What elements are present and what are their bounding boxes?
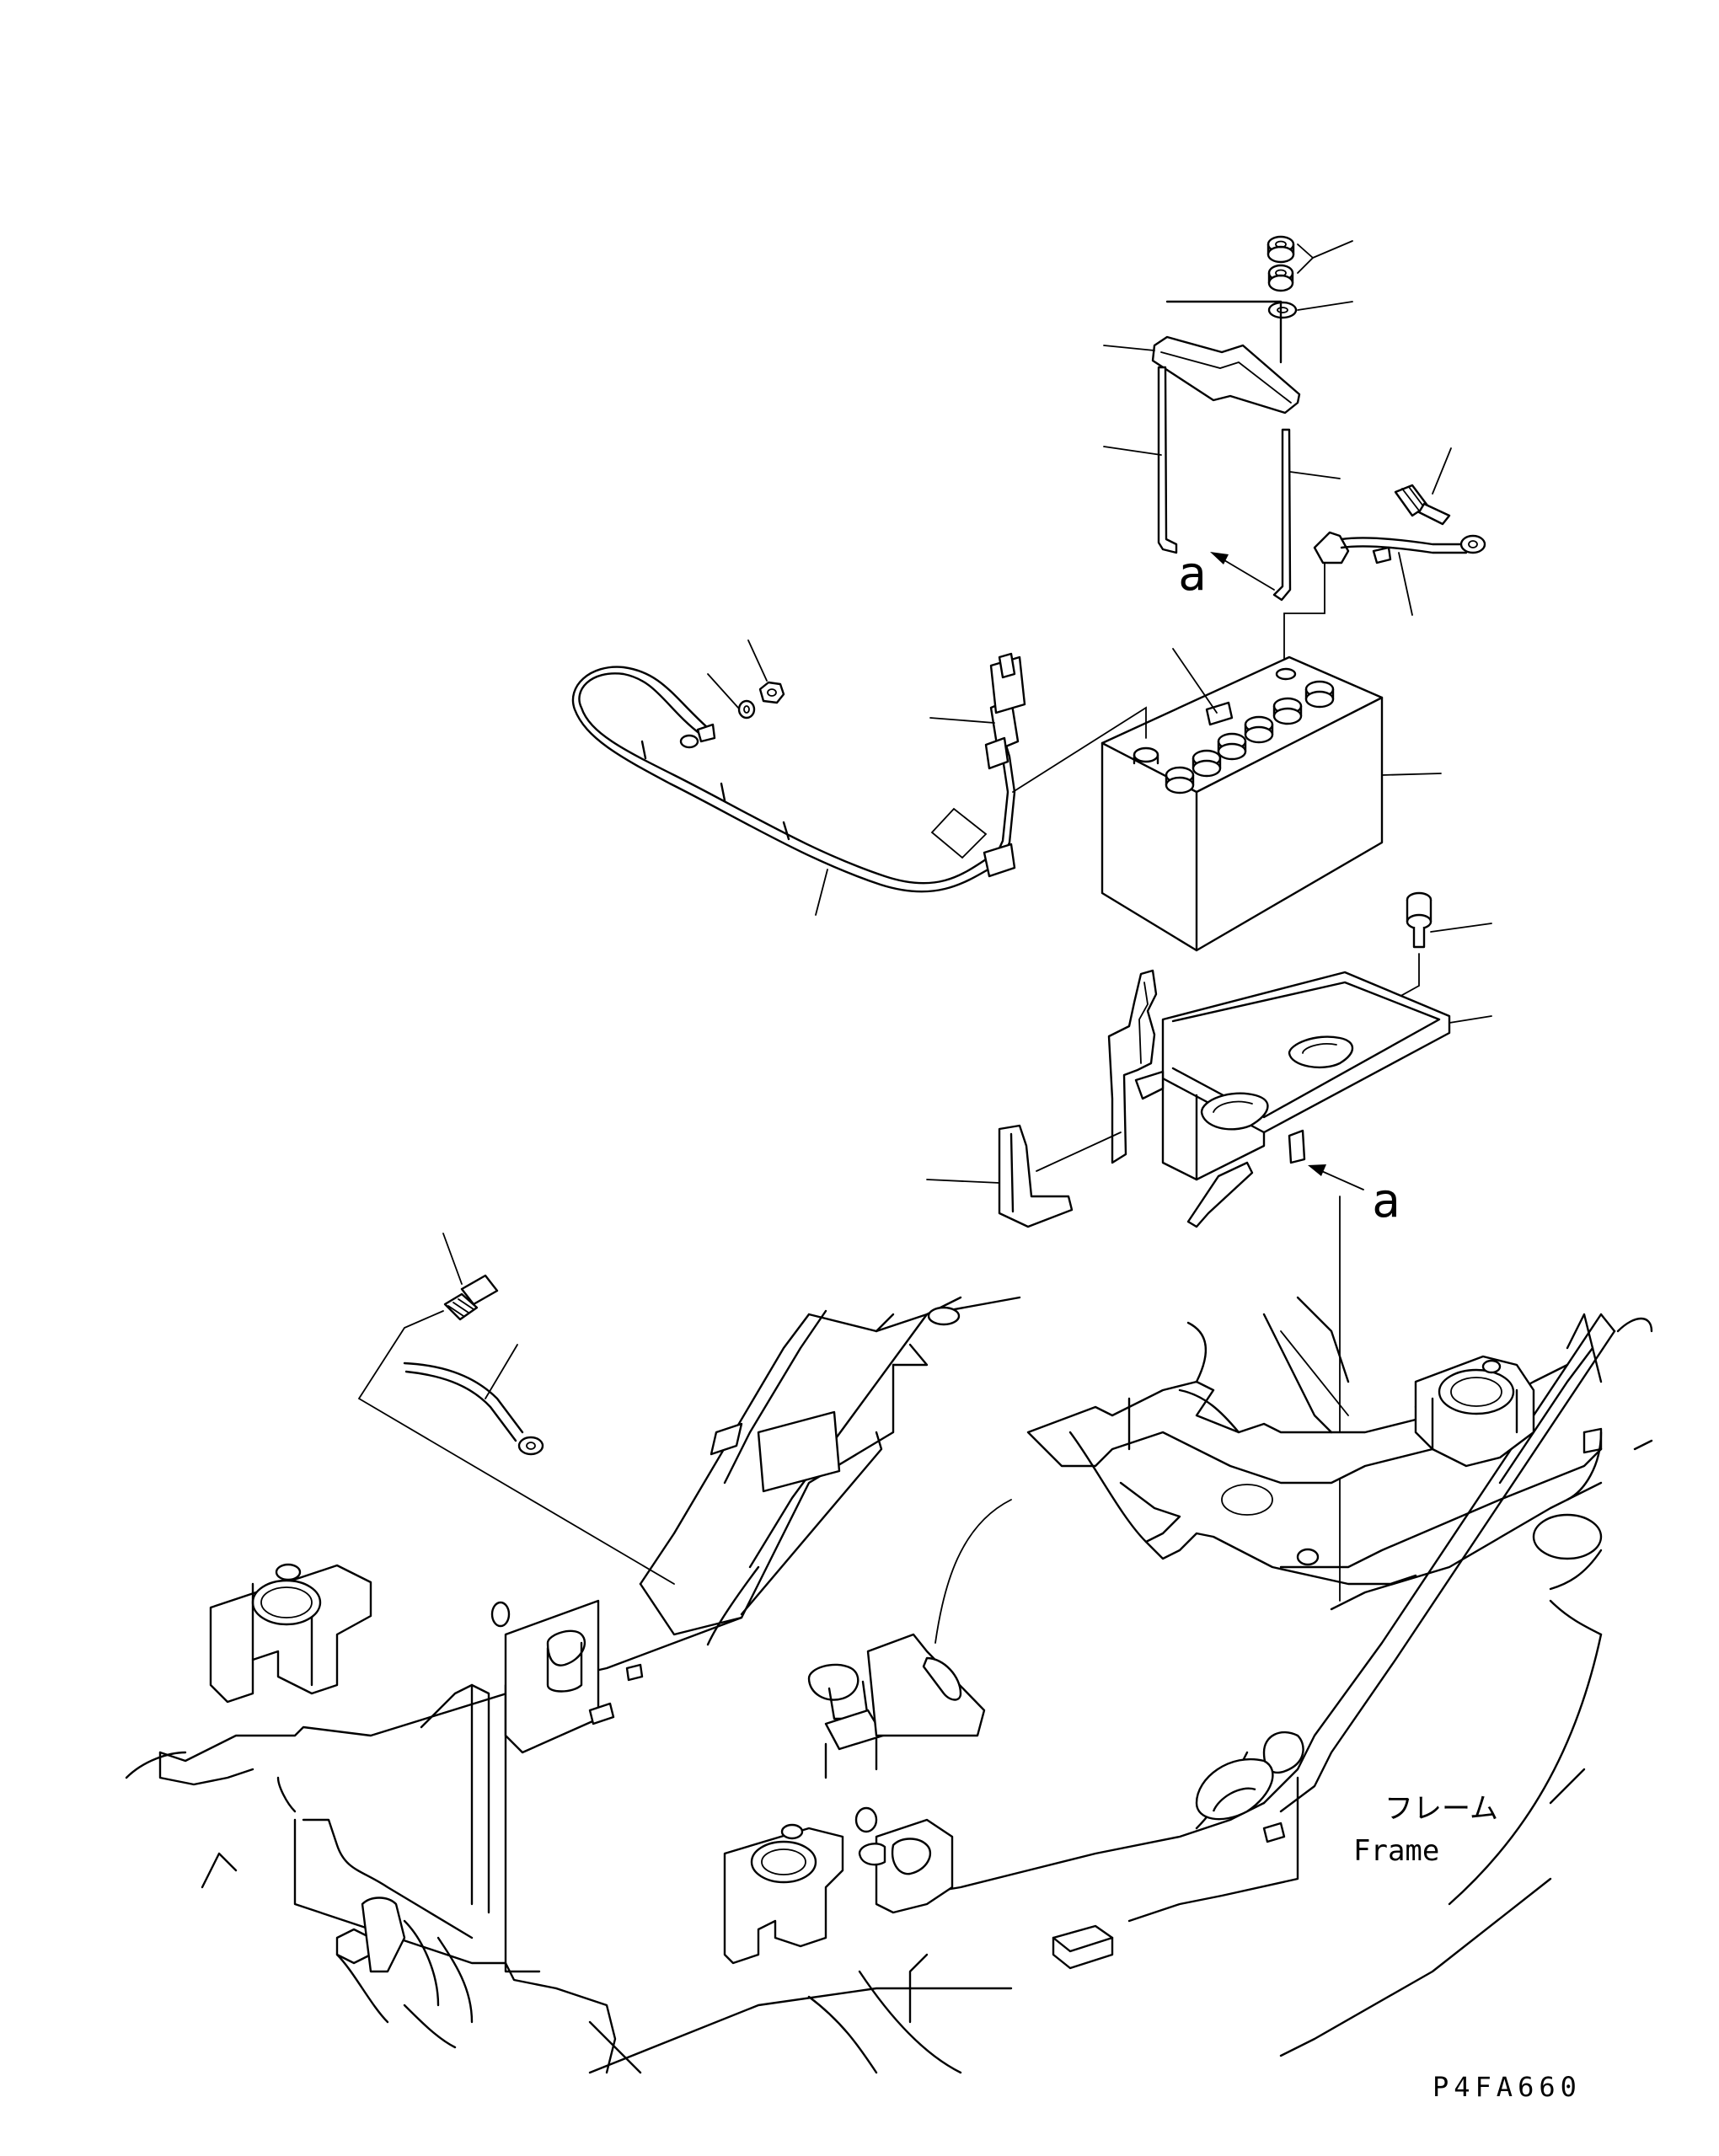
washer [1267,301,1298,319]
drawing-id: P4FA660 [1432,2071,1582,2103]
battery-cable-negative [571,652,1026,893]
leader-rod-right [1289,471,1341,479]
washer-small [737,699,756,720]
leader-tray [1449,1015,1492,1024]
frame-label-en: Frame [1353,1834,1439,1868]
leader-negative-cable [815,869,828,916]
tray-clip [998,1124,1074,1228]
callout-a-lower: a [1372,1174,1400,1228]
callout-a-upper: a [1178,547,1207,602]
leader-rod-left [1103,446,1162,456]
leader-clip [926,1179,1000,1184]
leader-washer-small [707,673,739,709]
leader-battery-label [1172,648,1218,714]
leader-tray-bolt [1430,923,1492,933]
arrow-a-upper-head [1210,552,1229,564]
assembly-line-positive [1283,562,1325,666]
leader-ground-cable [485,1344,518,1399]
terminal-bolt [1394,484,1451,526]
j-bolt-right [1272,428,1292,602]
tray-bolt [1406,891,1432,949]
leader-washer [1297,301,1353,311]
leader-terminal-bolt [1432,447,1452,495]
j-bolt-left [1157,366,1178,554]
battery [1100,655,1384,952]
arrow-a-lower-head [1308,1164,1326,1176]
leader-nut-small [747,639,768,682]
nut-upper [1266,235,1295,264]
assembly-line-clip [1036,1131,1122,1172]
leader-ground-bolt [442,1233,463,1285]
leader-positive-cable [1398,552,1413,616]
leader-bar [1103,345,1155,351]
ground-cable [403,1362,544,1456]
ground-bolt [443,1274,499,1321]
assembly-line-negative [1012,706,1147,793]
leader-frame [1280,1330,1349,1416]
leader-center-bracket [934,1499,1012,1644]
battery-tray [1161,971,1451,1228]
tray-side-bracket [1107,969,1165,1164]
nut-lower [1267,264,1294,292]
leader-connector [929,717,995,724]
arrow-a-upper [1219,557,1275,591]
assembly-line-ground-bolt [357,1310,675,1585]
hold-down-bar [1151,300,1301,415]
battery-cable-positive [1313,531,1486,564]
battery-vent-caps [1133,667,1335,794]
leader-nuts [1297,240,1353,274]
frame-label-jp: フレーム [1384,1792,1498,1826]
nut-small [758,681,785,704]
leader-battery [1381,773,1442,776]
frame [125,1296,1653,2074]
arrow-a-lower [1317,1169,1364,1190]
label-tag-lines [930,807,988,859]
